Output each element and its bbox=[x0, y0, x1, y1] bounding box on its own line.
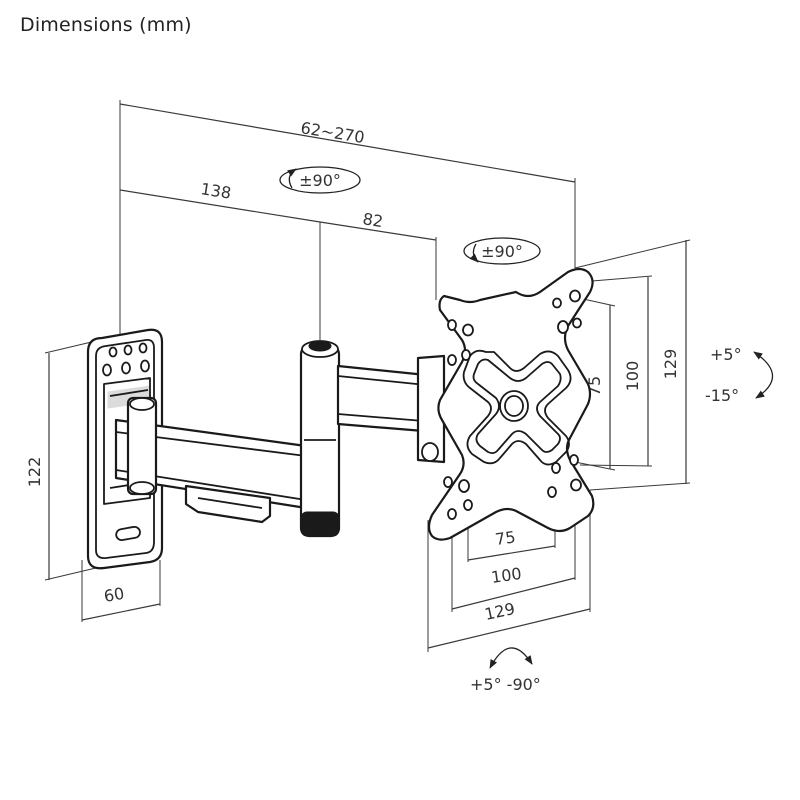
arm-swivel-indicator: ±90° bbox=[279, 166, 361, 194]
label-vesa-mid-h: 100 bbox=[623, 361, 642, 392]
wall-plate-slot bbox=[115, 525, 141, 542]
label-side-tilt: +5° -90° bbox=[470, 675, 541, 694]
label-head-swivel: ±90° bbox=[481, 242, 523, 261]
vesa-head-plate bbox=[427, 267, 595, 541]
side-tilt-indicator: +5° -90° bbox=[470, 647, 541, 694]
head-swivel-indicator: ±90° bbox=[463, 237, 541, 265]
elbow-joint bbox=[299, 340, 341, 538]
label-vesa-inner-v: 75 bbox=[494, 527, 517, 549]
label-tilt-up: +5° bbox=[710, 345, 742, 364]
tilt-indicator: +5° -15° bbox=[705, 345, 774, 405]
wall-plate-hole bbox=[108, 346, 118, 358]
label-arm-total: 62~270 bbox=[299, 118, 365, 147]
label-vesa-outer-v: 129 bbox=[483, 599, 517, 624]
label-tilt-down: -15° bbox=[705, 386, 739, 405]
diagram-title: Dimensions (mm) bbox=[20, 14, 192, 36]
dimension-lines bbox=[44, 100, 691, 652]
first-arm bbox=[114, 396, 308, 524]
label-wall-plate-width: 60 bbox=[102, 584, 125, 606]
label-vesa-outer-h: 129 bbox=[661, 349, 680, 380]
label-arm-first: 138 bbox=[199, 179, 232, 203]
rotation-indicators: ±90° ±90° +5° -15° +5° -90° bbox=[279, 166, 774, 694]
second-arm bbox=[336, 354, 446, 464]
label-arm-second: 82 bbox=[361, 209, 384, 231]
label-arm-swivel: ±90° bbox=[299, 171, 341, 190]
label-vesa-mid-v: 100 bbox=[490, 564, 523, 587]
label-wall-plate-height: 122 bbox=[25, 457, 44, 488]
